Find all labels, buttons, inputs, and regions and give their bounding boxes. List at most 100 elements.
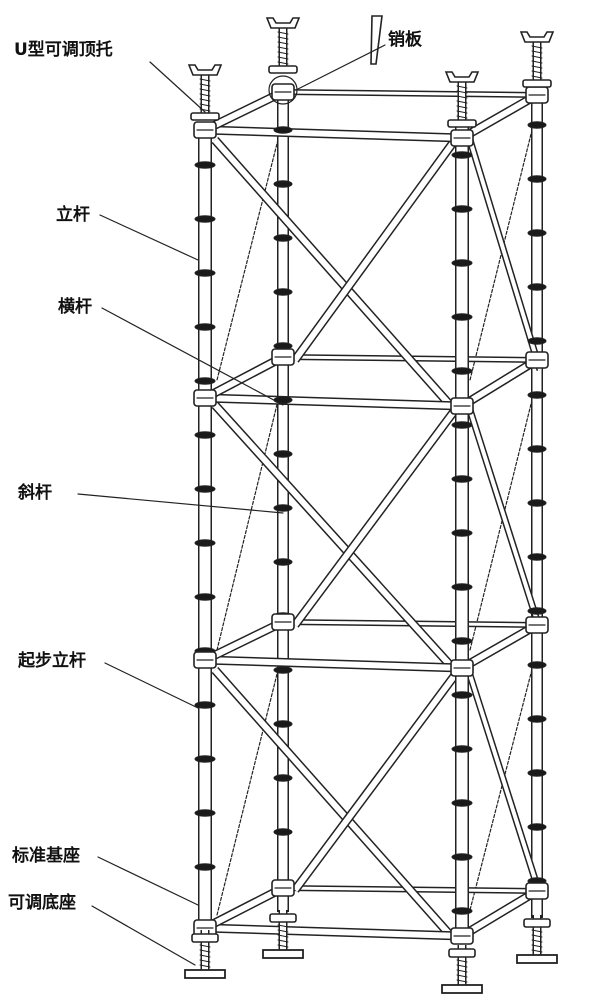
base-jack-back-right-plate <box>516 954 558 964</box>
base-jack-back-right-thread <box>531 939 543 943</box>
side-diagonal-1-inner <box>468 139 542 371</box>
standard-back-left-ring <box>273 450 293 458</box>
standard-back-right-ring <box>527 823 547 831</box>
base-jack-back-left-thread <box>277 939 289 943</box>
base-jack-front-right-thread <box>456 969 468 973</box>
leader-u-head <box>149 61 206 113</box>
base-jack-front-left-thread <box>199 959 211 963</box>
u-head-jack-back-left-thread <box>277 36 289 40</box>
side-diagonal-3-inner <box>468 674 542 896</box>
label-u-head-jack: U型可调顶托 <box>14 40 113 60</box>
standard-back-right-ring <box>527 175 547 183</box>
u-head-jack-back-left-nut <box>268 65 298 74</box>
u-head-jack-front-left-thread <box>199 98 211 102</box>
standard-front-right-ring <box>451 367 473 375</box>
u-head-jack-back-left-thread <box>277 31 289 35</box>
standard-front-left-ring <box>194 431 216 439</box>
standard-front-right-ring <box>451 583 473 591</box>
base-jack-back-right-thread <box>531 944 543 948</box>
pin-plate-illustration <box>370 15 383 65</box>
label-ledger: 横杆 <box>58 297 92 317</box>
u-head-jack-back-left-plate <box>265 17 301 29</box>
base-jack-front-left-thread <box>199 944 211 948</box>
u-head-jack-back-left-thread <box>277 56 289 60</box>
u-head-jack-front-right-thread <box>456 110 468 114</box>
standard-back-right-ring <box>527 607 547 615</box>
label-pin-plate: 销板 <box>388 30 422 50</box>
standard-front-left-ring <box>194 485 216 493</box>
standard-front-right-ring <box>451 637 473 645</box>
base-jack-front-right-thread <box>456 964 468 968</box>
standard-back-left-ring <box>273 234 293 242</box>
ledger-level-bottom-front-inner <box>204 925 463 939</box>
ledger-level-top-front-inner <box>204 127 463 141</box>
standard-front-right-ring <box>451 151 473 159</box>
standard-back-right-ring <box>527 715 547 723</box>
base-jack-front-right-nut <box>448 948 476 958</box>
ledger-level-bottom-left-side-inner <box>203 885 285 931</box>
standard-front-right-ring <box>451 475 473 483</box>
side-diagonal-2-inner <box>468 409 542 631</box>
u-head-jack-front-left-nut <box>190 112 220 121</box>
ledger-level-3-right-side-inner <box>460 622 539 671</box>
standard-front-left-ring <box>194 755 216 763</box>
standard-front-right-ring <box>451 421 473 429</box>
leader-starter <box>104 662 199 709</box>
u-head-jack-back-right-thread <box>531 65 543 69</box>
ledger-level-top-left-side-inner <box>203 89 285 133</box>
leader-ledger <box>101 307 284 406</box>
standard-front-left-ring <box>194 161 216 169</box>
back-diagonal-left-1 <box>216 119 284 381</box>
base-jack-back-left-plate <box>262 949 304 959</box>
label-starter-standard: 起步立杆 <box>18 651 86 671</box>
base-jack-front-left-nut <box>191 933 219 943</box>
base-jack-front-left-thread <box>199 954 211 958</box>
leader-base-jack <box>91 905 196 966</box>
leader-pin-plate <box>295 44 386 91</box>
u-head-jack-back-left-thread <box>277 41 289 45</box>
base-jack-front-left-plate <box>184 969 226 979</box>
standard-back-left-ring <box>273 720 293 728</box>
u-head-jack-front-right-thread <box>456 115 468 119</box>
standard-back-right-ring <box>527 391 547 399</box>
leader-standard <box>99 214 199 261</box>
u-head-jack-back-left-thread <box>277 51 289 55</box>
standard-back-right-ring <box>527 283 547 291</box>
standard-front-right-ring <box>451 313 473 321</box>
back-diagonal-left-2 <box>216 379 284 651</box>
base-jack-back-left-thread <box>277 934 289 938</box>
standard-back-right-ring <box>527 337 547 345</box>
ledger-level-2-right-side-inner <box>460 357 539 409</box>
u-head-jack-front-right-thread <box>456 105 468 109</box>
leader-diagonal <box>77 493 284 514</box>
back-diagonal-right-2 <box>469 379 538 651</box>
standard-front-right-ring <box>451 907 473 915</box>
standard-back-left-ring <box>273 828 293 836</box>
standard-front-right-ring <box>451 259 473 267</box>
u-head-jack-front-right-thread <box>456 95 468 99</box>
standard-front-right-ring <box>451 745 473 753</box>
base-jack-front-left-thread <box>199 949 211 953</box>
u-head-jack-back-right-thread <box>531 60 543 64</box>
u-head-jack-front-left-thread <box>199 88 211 92</box>
standard-front-left-ring <box>194 539 216 547</box>
diagonal-brace-3-inner <box>212 402 453 668</box>
diagonal-brace-2-inner <box>292 138 458 362</box>
standard-front-right-ring <box>451 529 473 537</box>
base-jack-back-left-thread <box>277 929 289 933</box>
u-head-jack-back-left-thread <box>277 46 289 50</box>
diagonal-brace-1-inner <box>212 138 453 407</box>
standard-front-left-ring <box>194 215 216 223</box>
diagonal-brace-5-inner <box>212 668 453 937</box>
u-head-jack-back-right-thread <box>531 70 543 74</box>
base-jack-back-right-nut <box>523 918 551 928</box>
u-head-jack-front-right-thread <box>456 100 468 104</box>
u-head-jack-front-right-nut <box>447 119 477 128</box>
u-head-jack-front-left-thread <box>199 103 211 107</box>
u-head-jack-front-right-thread <box>456 90 468 94</box>
standard-front-left-ring <box>194 269 216 277</box>
u-head-jack-back-right-thread <box>531 50 543 54</box>
pin-location-circle <box>268 75 298 105</box>
back-diagonal-right-1 <box>469 109 538 381</box>
base-jack-back-right-thread <box>531 949 543 953</box>
